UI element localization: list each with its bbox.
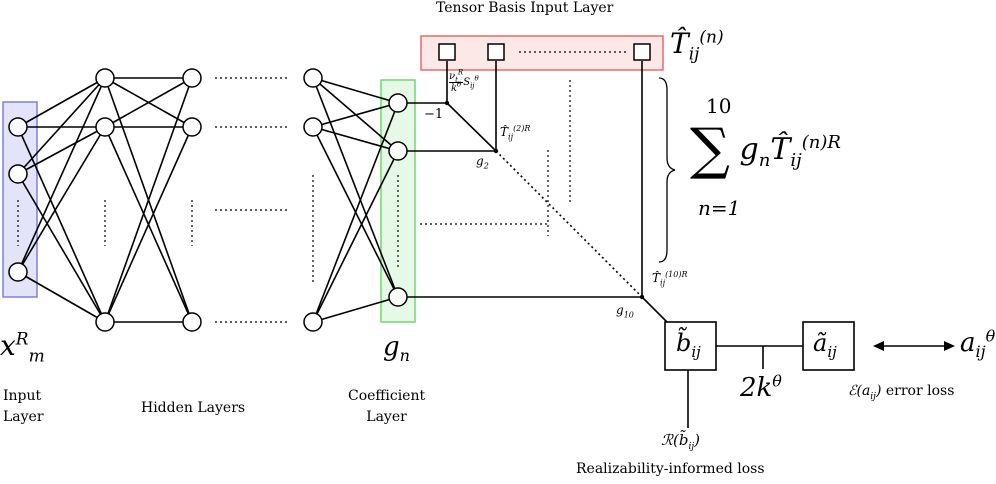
input-node bbox=[8, 117, 28, 137]
a-theta-symbol: aijθ bbox=[960, 326, 996, 362]
hidden-node bbox=[95, 68, 115, 88]
error-loss-label: ℰ(aij) error loss bbox=[848, 383, 955, 402]
tensor-basis-box bbox=[420, 35, 664, 71]
realizability-symbol: ℛ(b̃ij) bbox=[661, 431, 700, 452]
tensor-basis-symbol: T̂ij(n) bbox=[670, 27, 724, 65]
hidden-node bbox=[303, 68, 323, 88]
b-tilde-box bbox=[664, 321, 717, 371]
input-symbol: xRm bbox=[0, 329, 45, 367]
hidden-layers-label: Hidden Layers bbox=[141, 400, 246, 416]
input-layer-label: Input Layer bbox=[3, 388, 44, 425]
g2-label: g2 bbox=[476, 154, 489, 171]
tensor-basis-10-label: T̂ij(10)R bbox=[652, 270, 688, 288]
summation-brace bbox=[658, 77, 676, 263]
two-k-label: 2kθ bbox=[740, 371, 782, 403]
coefficient-layer-label: Coefficient Layer bbox=[348, 388, 426, 425]
tensor-basis-node bbox=[438, 43, 456, 61]
hidden-node bbox=[182, 117, 202, 137]
a-tilde-box bbox=[802, 321, 855, 371]
hidden-node bbox=[303, 117, 323, 137]
coefficient-node bbox=[388, 93, 408, 113]
hidden-node bbox=[182, 312, 202, 332]
input-node bbox=[8, 164, 28, 184]
tensor-basis-node bbox=[633, 43, 651, 61]
coefficient-node bbox=[388, 141, 408, 161]
coefficient-symbol: gn bbox=[383, 332, 410, 366]
hidden-node bbox=[95, 312, 115, 332]
comparison-arrow bbox=[873, 341, 955, 351]
b-tilde-symbol: b̃ij bbox=[676, 329, 701, 361]
hidden-node bbox=[95, 117, 115, 137]
coefficient-node bbox=[388, 287, 408, 307]
summation-expression: 10 ∑ gnT̂ij(n)R n=1 bbox=[690, 94, 841, 220]
tensor-basis-nodes bbox=[438, 43, 651, 61]
realizability-loss-label: Realizability-informed loss bbox=[576, 461, 765, 477]
tensor-basis-2-label: T̂ij(2)R bbox=[500, 124, 531, 142]
junction-dots bbox=[444, 100, 645, 300]
tensor-basis-layer-title: Tensor Basis Input Layer bbox=[436, 0, 614, 16]
hidden-node bbox=[182, 68, 202, 88]
hidden-node bbox=[303, 312, 323, 332]
dotted-continuations bbox=[17, 51, 626, 323]
minus-one-label: −1 bbox=[424, 107, 444, 122]
network-edges bbox=[17, 61, 803, 428]
input-node bbox=[8, 262, 28, 282]
g10-label: g10 bbox=[616, 303, 634, 320]
tensor-basis-node bbox=[487, 43, 505, 61]
neurons bbox=[8, 68, 408, 332]
a-tilde-symbol: ãij bbox=[813, 329, 837, 361]
